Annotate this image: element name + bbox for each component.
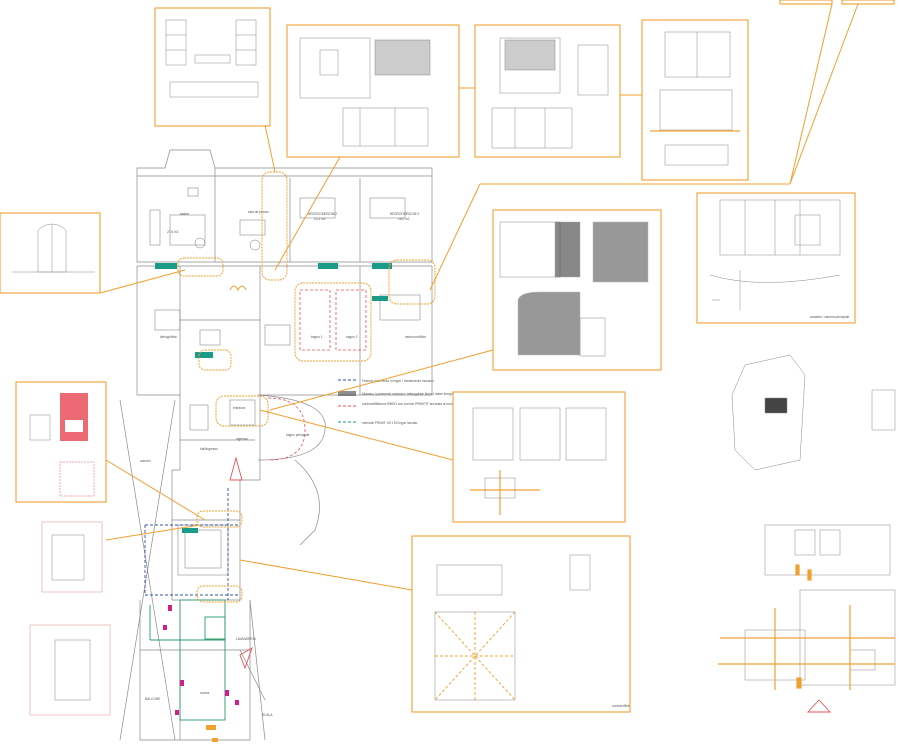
right-orange-marks [718, 564, 895, 690]
room-corridor: corridor [140, 459, 152, 463]
floor-plan [119, 149, 433, 741]
legend: Finitura: pavimento in legno / rivestime… [338, 379, 529, 425]
room-salon: salon [180, 212, 189, 216]
room-bedroom3: BEDROOMROOM 3 [390, 212, 419, 216]
axonometric-drawing [731, 354, 896, 686]
room-entrance-2: entrance [233, 406, 246, 410]
room-dining: dining/office [160, 335, 177, 339]
plan-callout-clouds [177, 171, 436, 603]
room-scala: SCALA [262, 713, 273, 717]
room-bedroom2: BEDROOMROOM 2 [308, 212, 337, 216]
room-ingresso: ingresso [236, 437, 248, 441]
room-cucina: cucina [200, 691, 209, 695]
room-studio: sala da pranzo [248, 210, 269, 214]
panel-drawings [12, 19, 841, 716]
room-bath2: bagno 2 [346, 335, 358, 339]
room-balcony: BALCONE [145, 697, 160, 701]
legend-item-1: Finitura: pavimento in legno / rivestime… [362, 379, 434, 383]
room-labels: salon 27,5 m2 sala da pranzo BEDROOMROOM… [140, 210, 426, 717]
legend-item-2: Mosaico / pavimento ceramico: rettangola… [362, 392, 455, 396]
blue-dashed-lines [144, 488, 240, 600]
room-bath1: bagno 1 [311, 335, 323, 339]
legend-item-3: controsoffittatura RIMSO con cornice PRI… [362, 402, 529, 406]
wardrobe-panel-label: armadio / camera principale [810, 315, 850, 319]
room-entrance: hall/ingresso [200, 447, 218, 451]
legend-item-4: mensole PRIMIT. 60 x 60 legno laccato [362, 421, 418, 425]
room-master: bedroom/office [405, 335, 426, 339]
detail-panels [0, 0, 895, 713]
section-markers [229, 456, 832, 713]
kitchen-wing [149, 599, 239, 742]
plan-furniture [149, 187, 421, 576]
teal-tags [155, 263, 392, 533]
room-bedroom2-area: 12,1 m2 [314, 217, 326, 221]
room-bedroom3-area: 16,0 m2 [398, 217, 410, 221]
leader-lines [99, 3, 859, 591]
bathrooms-dashed [267, 289, 367, 461]
room-bagno-principale: bagno principale [286, 433, 310, 437]
room-lavanderia: LAVANDERIA [236, 637, 257, 641]
bottom-panel-label: cucina/office [612, 704, 630, 708]
room-salon-area: 27,5 m2 [167, 230, 179, 234]
